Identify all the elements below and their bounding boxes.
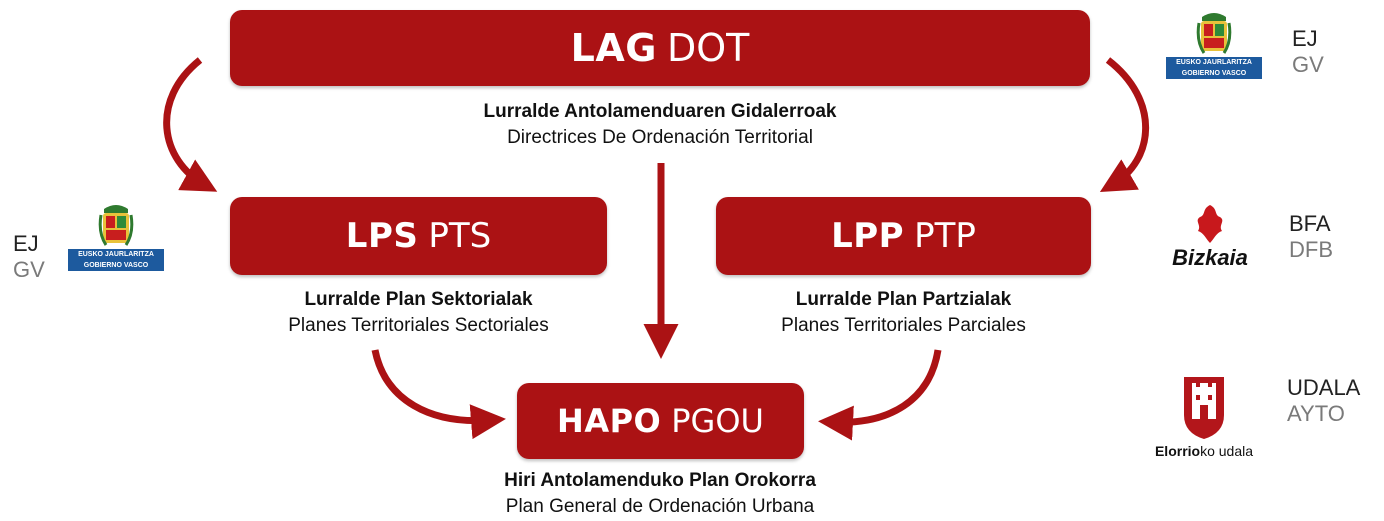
caption-hapo-es: Plan General de Ordenación Urbana — [505, 496, 815, 517]
authority-udala-ayto: UDALA AYTO — [1287, 375, 1360, 427]
box-dot-abbr: DOT — [666, 26, 750, 70]
arrow-lps-to-hapo — [371, 349, 506, 440]
eusko-jaurlaritza-logo: EUSKO JAURLARITZA GOBIERNO VASCO — [1166, 11, 1262, 79]
caption-lpp-es: Planes Territoriales Parciales — [781, 315, 1026, 336]
authority-ej-gv-left: EJ GV — [13, 231, 45, 283]
authority-ej-label: EJ — [13, 231, 39, 256]
caption-lpp: Lurralde Plan Partzialak Planes Territor… — [700, 287, 1107, 339]
box-pts-abbr: PTS — [428, 216, 492, 256]
caption-lps-es: Planes Territoriales Sectoriales — [288, 315, 549, 336]
authority-ej-label: EJ — [1292, 26, 1318, 51]
box-pgou-abbr: PGOU — [671, 402, 764, 440]
caption-lag-eu: Lurralde Antolamenduaren Gidalerroak — [483, 101, 837, 122]
elorrio-logo: Elorrioko udala — [1148, 375, 1260, 465]
authority-bfa-dfb: BFA DFB — [1289, 211, 1333, 263]
box-lpp-ptp: LPP PTP — [716, 197, 1091, 275]
ej-logo-line2: GOBIERNO VASCO — [83, 262, 149, 269]
box-hapo-pgou: HAPO PGOU — [517, 383, 804, 459]
caption-lag-es: Directrices De Ordenación Territorial — [507, 127, 813, 148]
elorrio-wordmark-bold: Elorrio — [1154, 443, 1201, 459]
ej-logo-line1: EUSKO JAURLARITZA — [1176, 59, 1252, 66]
elorrio-wordmark: Elorrioko udala — [1148, 443, 1260, 459]
box-lps-pts: LPS PTS — [230, 197, 607, 275]
authority-udala-label: UDALA — [1287, 375, 1361, 400]
authority-ej-gv-right: EJ GV — [1292, 26, 1324, 78]
arrow-lag-to-lps — [163, 57, 218, 192]
box-hapo-abbr: HAPO — [557, 402, 662, 440]
authority-gv-label: GV — [1292, 52, 1324, 77]
bizkaia-logo: Bizkaia — [1160, 203, 1260, 273]
authority-ayto-label: AYTO — [1287, 401, 1345, 426]
caption-lpp-eu: Lurralde Plan Partzialak — [795, 289, 1012, 310]
caption-lag: Lurralde Antolamenduaren Gidalerroak Dir… — [330, 99, 990, 151]
eusko-jaurlaritza-logo: EUSKO JAURLARITZA GOBIERNO VASCO — [68, 203, 164, 271]
coat-of-arms-icon — [98, 205, 134, 246]
caption-lps-eu: Lurralde Plan Sektorialak — [304, 289, 533, 310]
ej-logo-line1: EUSKO JAURLARITZA — [78, 251, 154, 258]
bizkaia-wordmark: Bizkaia — [1172, 245, 1248, 270]
caption-hapo: Hiri Antolamenduko Plan Orokorra Plan Ge… — [420, 468, 900, 520]
box-lps-abbr: LPS — [345, 216, 419, 256]
caption-hapo-eu: Hiri Antolamenduko Plan Orokorra — [504, 470, 816, 491]
arrow-lpp-to-hapo — [818, 349, 942, 441]
authority-dfb-label: DFB — [1289, 237, 1333, 262]
caption-lps: Lurralde Plan Sektorialak Planes Territo… — [210, 287, 627, 339]
box-lag-dot: LAG DOT — [230, 10, 1090, 86]
ej-logo-line2: GOBIERNO VASCO — [1181, 70, 1247, 77]
box-lpp-abbr: LPP — [831, 216, 905, 256]
authority-gv-label: GV — [13, 257, 45, 282]
elorrio-wordmark-rest: ko udala — [1200, 443, 1254, 459]
authority-bfa-label: BFA — [1289, 211, 1331, 236]
arrow-lag-to-lpp — [1099, 57, 1150, 193]
castle-shield-icon — [1184, 377, 1224, 439]
coat-of-arms-icon — [1196, 13, 1232, 54]
oak-leaf-icon — [1197, 205, 1223, 243]
box-lag-abbr: LAG — [570, 26, 657, 70]
box-ptp-abbr: PTP — [914, 216, 976, 256]
